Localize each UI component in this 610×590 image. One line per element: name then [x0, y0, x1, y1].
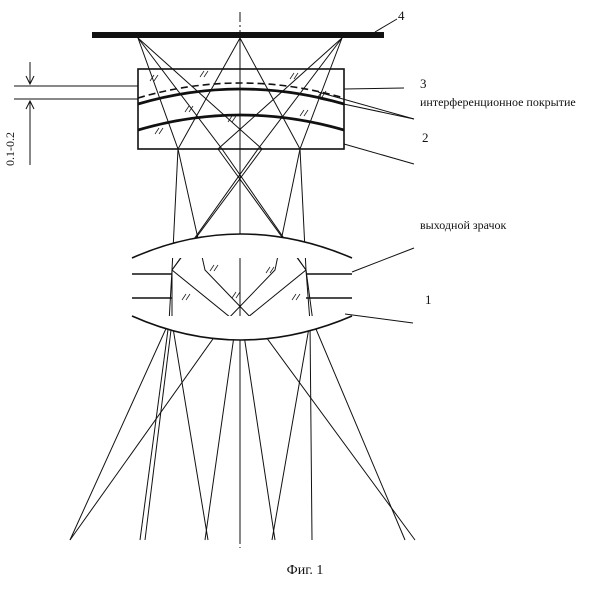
lens-upper-half: [131, 233, 353, 275]
gap-dimension: [14, 62, 138, 165]
label-exit-pupil: выходной зрачок: [420, 218, 506, 232]
interference-coating-dashed: [137, 82, 345, 99]
glass-hatching: [149, 70, 327, 327]
element-2-surface: [137, 113, 345, 132]
figure-caption: Фиг. 1: [286, 563, 324, 578]
label-element-3: 3: [420, 76, 427, 91]
lens-1: [131, 233, 353, 341]
ray-bundles: [69, 37, 416, 541]
element-3-plate: [137, 68, 345, 150]
label-element-2: 2: [422, 130, 429, 145]
lens-lower-half: [131, 297, 353, 341]
leader-lines: [317, 18, 415, 324]
gap-dimension-label: 0.1-0.2: [3, 132, 17, 166]
label-coating: интерференционное покрытие: [420, 95, 576, 109]
interference-coating-solid: [137, 87, 345, 106]
label-lens-1: 1: [425, 292, 432, 307]
label-detector: 4: [398, 8, 405, 23]
